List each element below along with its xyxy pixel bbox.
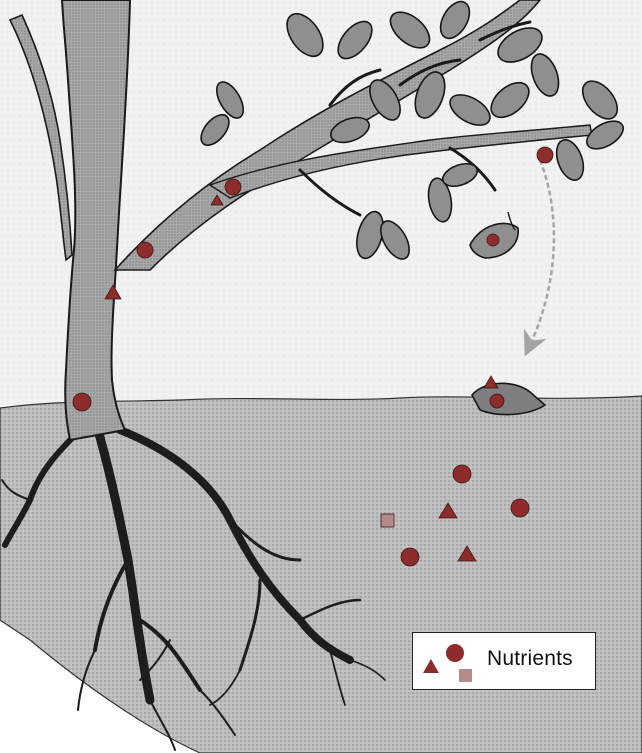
legend: Nutrients	[412, 632, 596, 690]
nutrient-circle	[401, 548, 419, 566]
nutrient-circle	[490, 394, 504, 408]
nutrient-square	[381, 514, 394, 527]
nutrient-circle	[73, 393, 91, 411]
legend-triangle-icon	[423, 659, 439, 673]
nutrient-circle	[537, 147, 553, 163]
nutrient-circle	[511, 499, 529, 517]
legend-square-icon	[459, 669, 472, 682]
legend-circle-icon	[446, 644, 464, 662]
nutrient-circle	[453, 465, 471, 483]
legend-symbols	[421, 639, 481, 685]
nutrient-circle	[225, 179, 241, 195]
nutrient-circle	[137, 242, 153, 258]
soil	[0, 396, 642, 753]
nutrient-circle	[487, 234, 499, 246]
legend-label: Nutrients	[487, 647, 573, 671]
